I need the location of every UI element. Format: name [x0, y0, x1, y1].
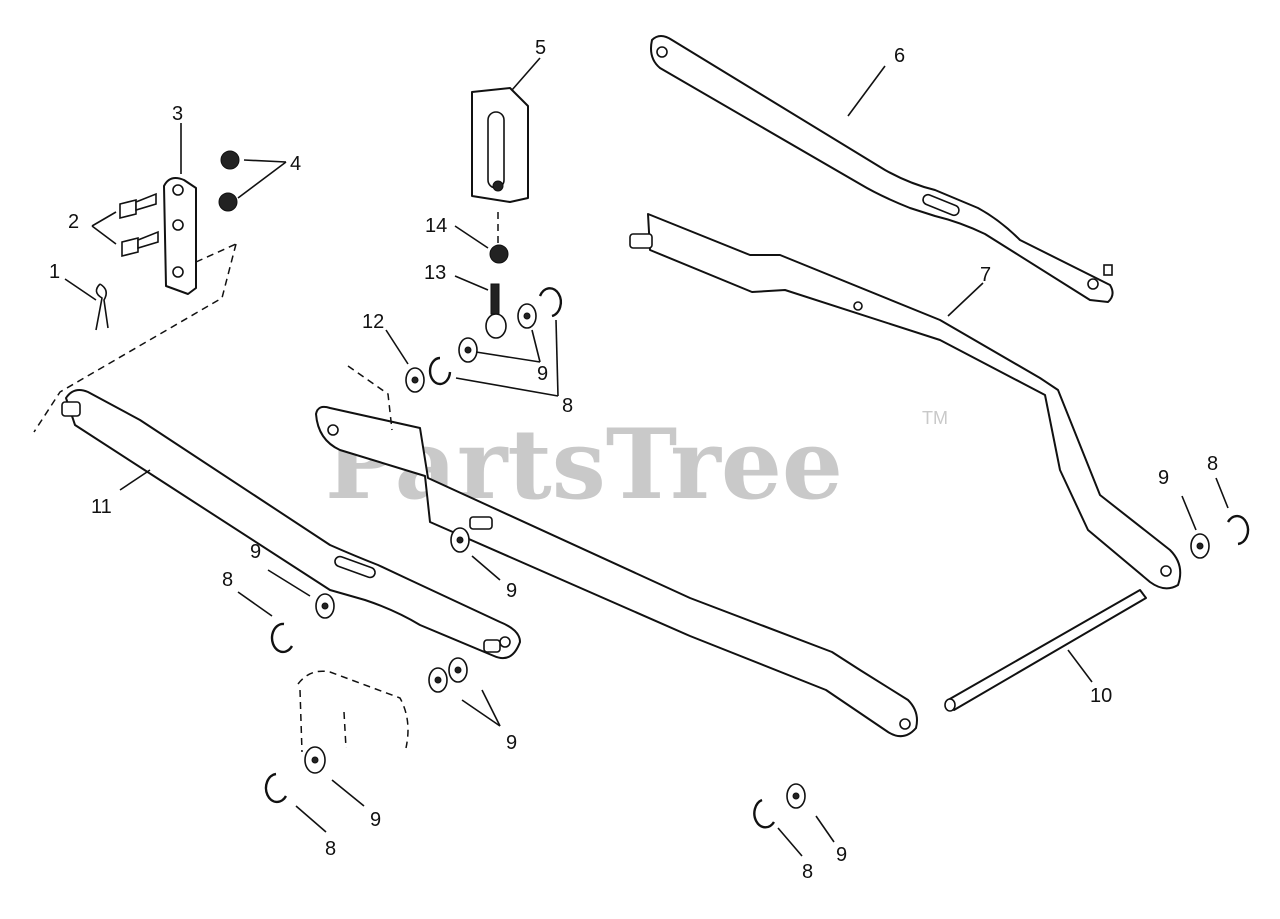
leader-lines — [64, 57, 1229, 857]
part-7-lift-arm[interactable] — [629, 213, 1182, 590]
callout-10[interactable]: 10 — [1090, 685, 1112, 707]
callout-6[interactable]: 6 — [894, 45, 905, 67]
part-10-shaft[interactable] — [944, 589, 1147, 712]
callout-9-arm[interactable]: 9 — [506, 580, 517, 602]
callout-9-lower-left[interactable]: 9 — [370, 809, 381, 831]
callout-9-right[interactable]: 9 — [1158, 467, 1169, 489]
callout-12[interactable]: 12 — [362, 311, 384, 333]
callout-8-right[interactable]: 8 — [1207, 453, 1218, 475]
watermark-tm: TM — [922, 408, 948, 428]
center-lift-arm[interactable] — [315, 405, 918, 738]
washer-group-bottom[interactable] — [753, 783, 806, 829]
callout-9-bottom[interactable]: 9 — [836, 844, 847, 866]
washer-group-lower-left[interactable] — [264, 527, 470, 804]
part-5-slotted-link[interactable] — [471, 87, 529, 203]
callout-3[interactable]: 3 — [172, 103, 183, 125]
callout-14[interactable]: 14 — [425, 215, 447, 237]
callout-8-left[interactable]: 8 — [222, 569, 233, 591]
part-3-bracket[interactable] — [163, 177, 197, 295]
washer-group-right[interactable] — [1190, 514, 1250, 559]
callout-9-center[interactable]: 9 — [537, 363, 548, 385]
callout-7[interactable]: 7 — [980, 264, 991, 286]
part-2-bolts[interactable] — [119, 192, 159, 258]
part-1-cotter-pin[interactable] — [95, 283, 109, 331]
callout-9-left[interactable]: 9 — [250, 541, 261, 563]
callout-9-pair[interactable]: 9 — [506, 732, 517, 754]
callout-2[interactable]: 2 — [68, 211, 79, 233]
part-13-stud[interactable] — [485, 283, 507, 339]
assembly-guides — [33, 212, 499, 753]
callout-11[interactable]: 11 — [91, 496, 112, 518]
part-11-lift-link[interactable] — [61, 389, 521, 660]
callout-1[interactable]: 1 — [49, 261, 60, 283]
callouts: 1 2 3 4 5 6 7 8 8 8 8 8 9 9 9 9 9 9 9 10… — [49, 37, 1218, 883]
callout-8-center[interactable]: 8 — [562, 395, 573, 417]
callout-5[interactable]: 5 — [535, 37, 546, 59]
callout-13[interactable]: 13 — [424, 262, 446, 284]
part-4-nuts[interactable] — [218, 150, 240, 212]
callout-4[interactable]: 4 — [290, 153, 301, 175]
callout-8-bottom[interactable]: 8 — [802, 861, 813, 883]
washer-group-center[interactable] — [405, 287, 562, 393]
callout-8-lower-left[interactable]: 8 — [325, 838, 336, 860]
part-6-lift-link[interactable] — [650, 35, 1114, 303]
part-14-nut[interactable] — [489, 244, 509, 264]
